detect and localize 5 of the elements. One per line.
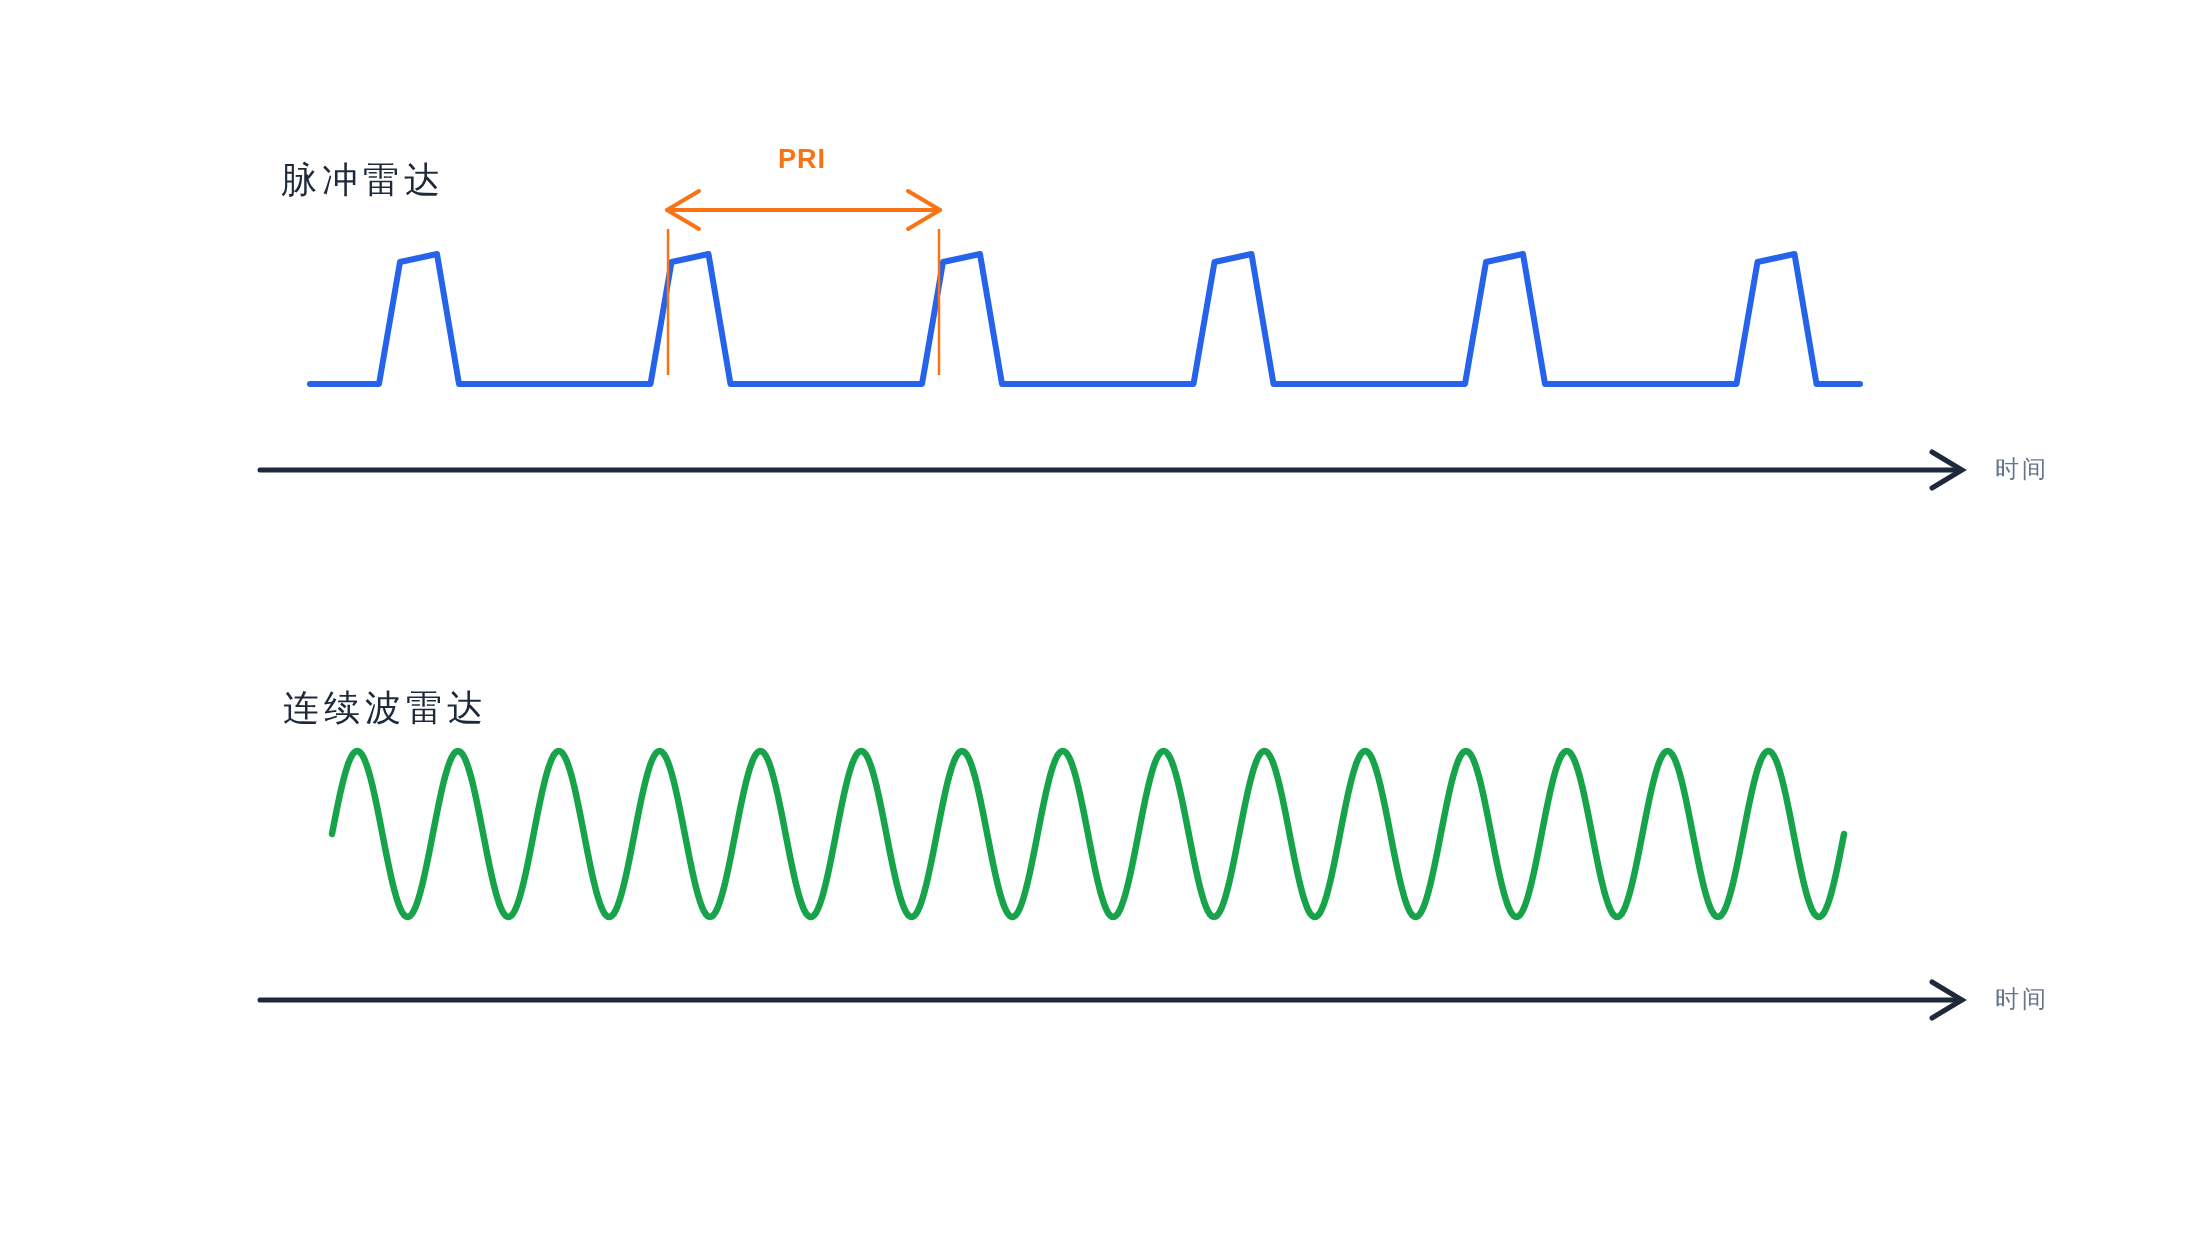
dimension-label: PRI	[778, 144, 826, 176]
axis-label: 时间	[1995, 986, 2049, 1014]
section-title: 连续波雷达	[283, 688, 488, 730]
axis-label: 时间	[1995, 456, 2049, 484]
section-title: 脉冲雷达	[281, 160, 445, 202]
